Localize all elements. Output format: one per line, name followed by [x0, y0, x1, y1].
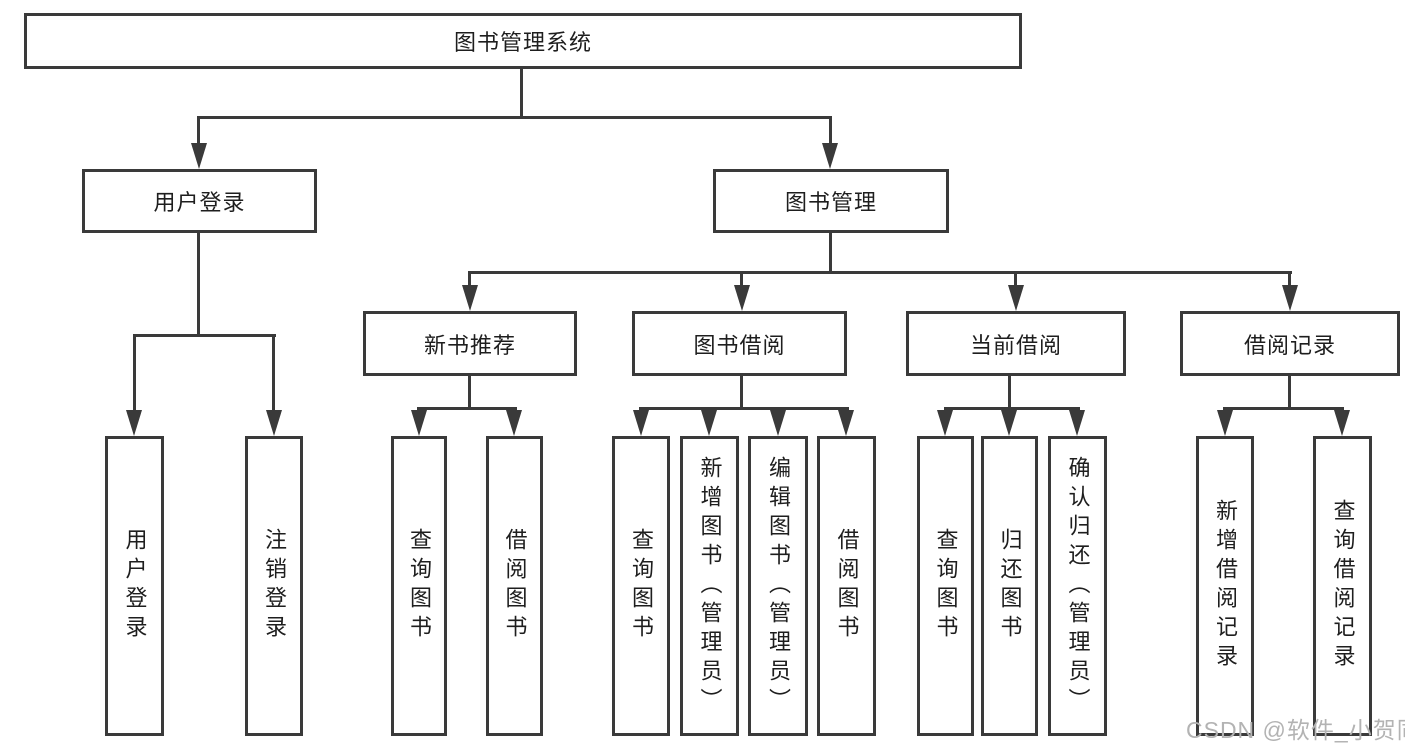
- arrowhead-book-borrow-icon: [734, 285, 750, 311]
- arrowhead-leaf-icon: [770, 410, 786, 436]
- connector-borrow-records-hline: [1223, 407, 1344, 410]
- connector-new-book-hline: [417, 407, 517, 410]
- node-user-login: 用户登录: [82, 169, 317, 233]
- arrowhead-leaf-icon: [411, 410, 427, 436]
- arrowhead-leaf-icon: [937, 410, 953, 436]
- connector-new-book-stub: [468, 375, 471, 410]
- connector-user-login-shaft: [197, 116, 200, 146]
- leaf-add-book-admin: 新增图书（管理员）: [680, 436, 739, 736]
- node-label: 图书管理: [784, 190, 877, 215]
- arrowhead-leaf-icon: [838, 410, 854, 436]
- leaf-label: 借阅图书: [834, 528, 860, 644]
- node-new-book-recommend: 新书推荐: [363, 311, 577, 376]
- arrowhead-leaf-icon: [701, 410, 717, 436]
- leaf-return-book: 归还图书: [981, 436, 1038, 736]
- connector-borrow-records-shaft: [1288, 271, 1291, 289]
- node-label: 图书借阅: [693, 332, 786, 358]
- leaf-label: 确认归还（管理员）: [1065, 455, 1091, 717]
- connector-book-borrow-hline: [639, 407, 849, 410]
- arrowhead-leaf-icon: [506, 410, 522, 436]
- node-label: 当前借阅: [969, 332, 1062, 358]
- leaf-query-book-recommend: 查询图书: [391, 436, 447, 736]
- leaf-label: 查询借阅记录: [1330, 499, 1356, 673]
- leaf-label: 编辑图书（管理员）: [766, 455, 791, 717]
- leaf-label: 归还图书: [997, 528, 1023, 644]
- node-book-management: 图书管理: [713, 169, 949, 233]
- connector-current-borrow-hline: [944, 407, 1080, 410]
- leaf-label: 查询图书: [629, 528, 654, 644]
- leaf-query-borrow-record: 查询借阅记录: [1313, 436, 1372, 736]
- arrowhead-leaf-icon: [1217, 410, 1233, 436]
- node-root: 图书管理系统: [24, 13, 1022, 69]
- connector-book-mgmt-stub: [829, 233, 832, 274]
- arrowhead-leaf-icon: [1334, 410, 1350, 436]
- leaf-query-book-current: 查询图书: [917, 436, 974, 736]
- arrowhead-user-login-icon: [191, 143, 207, 169]
- connector-leaf-logout-shaft: [272, 334, 275, 412]
- arrowhead-current-borrow-icon: [1008, 285, 1024, 311]
- connector-current-borrow-shaft: [1014, 271, 1017, 289]
- arrowhead-leaf-login-icon: [126, 410, 142, 436]
- arrowhead-new-book-icon: [462, 285, 478, 311]
- connector-level2-hline: [468, 271, 1292, 274]
- leaf-label: 用户登录: [122, 528, 148, 644]
- leaf-confirm-return-admin: 确认归还（管理员）: [1048, 436, 1107, 736]
- leaf-label: 注销登录: [262, 528, 287, 644]
- leaf-label: 新增借阅记录: [1213, 499, 1238, 673]
- leaf-query-book-borrowing: 查询图书: [612, 436, 670, 736]
- connector-level1-hline: [197, 116, 832, 119]
- node-label: 借阅记录: [1243, 332, 1336, 358]
- connector-book-borrow-stub: [740, 375, 743, 410]
- leaf-edit-book-admin: 编辑图书（管理员）: [748, 436, 808, 736]
- connector-leaf-login-shaft: [133, 334, 136, 412]
- node-book-borrowing: 图书借阅: [632, 311, 847, 376]
- arrowhead-leaf-icon: [633, 410, 649, 436]
- leaf-borrow-book-borrowing: 借阅图书: [817, 436, 876, 736]
- csdn-watermark: CSDN @软件_小贺同学: [1186, 717, 1405, 743]
- arrowhead-leaf-logout-icon: [266, 410, 282, 436]
- connector-new-book-shaft: [468, 271, 471, 289]
- connector-root-stub: [520, 69, 523, 119]
- node-current-borrowing: 当前借阅: [906, 311, 1126, 376]
- leaf-logout: 注销登录: [245, 436, 303, 736]
- arrowhead-book-mgmt-icon: [822, 143, 838, 169]
- leaf-borrow-book-recommend: 借阅图书: [486, 436, 543, 736]
- connector-user-login-stub: [197, 233, 200, 337]
- connector-borrow-records-stub: [1288, 375, 1291, 410]
- leaf-label: 新增图书（管理员）: [697, 455, 723, 717]
- connector-user-login-hline: [133, 334, 276, 337]
- node-label: 新书推荐: [423, 332, 516, 358]
- connector-book-mgmt-shaft: [829, 116, 832, 146]
- connector-book-borrow-shaft: [740, 271, 743, 289]
- connector-current-borrow-stub: [1008, 375, 1011, 410]
- node-borrowing-records: 借阅记录: [1180, 311, 1400, 376]
- node-label: 用户登录: [153, 190, 246, 215]
- arrowhead-leaf-icon: [1001, 410, 1017, 436]
- leaf-label: 查询图书: [933, 528, 959, 644]
- leaf-user-login: 用户登录: [105, 436, 164, 736]
- node-label: 图书管理系统: [453, 30, 592, 55]
- arrowhead-leaf-icon: [1069, 410, 1085, 436]
- leaf-label: 查询图书: [407, 528, 432, 644]
- leaf-add-borrow-record: 新增借阅记录: [1196, 436, 1254, 736]
- leaf-label: 借阅图书: [502, 528, 528, 644]
- arrowhead-borrow-records-icon: [1282, 285, 1298, 311]
